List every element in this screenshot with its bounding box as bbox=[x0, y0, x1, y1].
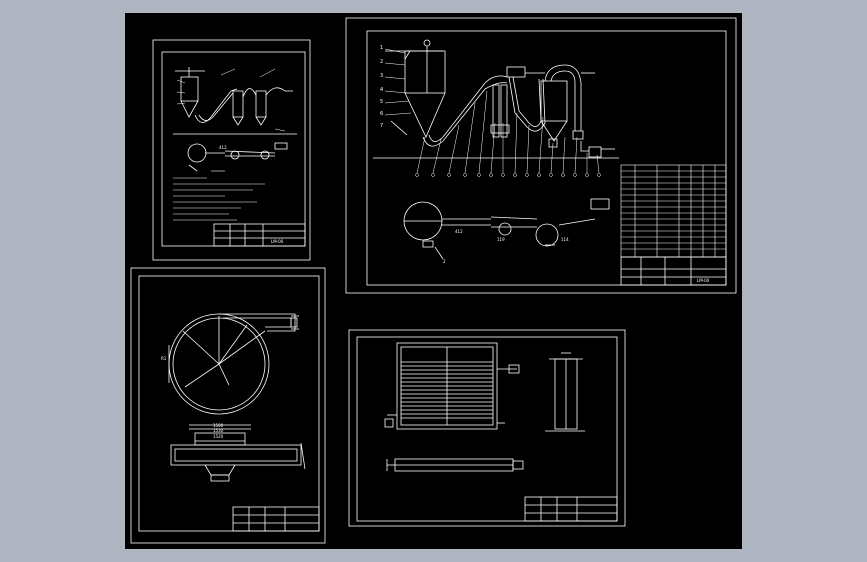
cad-model-space[interactable]: 412 LM-00 bbox=[125, 13, 742, 549]
parts-list-table bbox=[620, 164, 727, 258]
sheet-heater-detail[interactable] bbox=[348, 329, 626, 527]
volute-top-view bbox=[168, 313, 299, 415]
cyclone-intermediate bbox=[490, 84, 510, 138]
leader-lines-small bbox=[176, 68, 286, 132]
leader-number: 2 bbox=[380, 59, 383, 65]
plan-view-small bbox=[187, 142, 288, 172]
dim-label-412-small: 412 bbox=[219, 145, 227, 150]
spray-tower-main bbox=[385, 39, 446, 138]
sheet-border-inner bbox=[138, 275, 320, 532]
hot-air-duct bbox=[422, 75, 508, 147]
leader-number: 6 bbox=[380, 111, 383, 117]
sheet-process-small[interactable]: 412 LM-00 bbox=[152, 39, 311, 261]
dim-label-1530: 1530 bbox=[213, 428, 224, 433]
cyclone-main bbox=[540, 64, 595, 152]
callout-leaders bbox=[416, 90, 600, 174]
duct-small bbox=[194, 88, 238, 123]
drawing-number-small: LM-00 bbox=[271, 239, 284, 244]
title-block-small bbox=[213, 223, 306, 247]
title-block-main bbox=[620, 256, 727, 286]
cyclone-loop bbox=[506, 66, 546, 132]
spray-tower-small bbox=[175, 67, 205, 118]
outlet-box bbox=[588, 146, 602, 158]
heater-side-view bbox=[545, 352, 585, 432]
sheet-border-outer bbox=[345, 17, 737, 294]
title-block-heater bbox=[524, 496, 618, 522]
sheet-process-main[interactable]: 1 2 3 4 5 6 7 bbox=[345, 17, 737, 294]
sheet-border-outer bbox=[130, 267, 326, 544]
heater-front-view bbox=[384, 342, 520, 430]
cyclones-small bbox=[232, 87, 293, 126]
dim-label-1500: 1500 bbox=[213, 423, 224, 428]
dim-label-r1: R1 bbox=[161, 356, 167, 361]
sheet-border-inner bbox=[366, 30, 727, 286]
leader-number: 1 bbox=[380, 45, 383, 51]
sheet-border-outer bbox=[348, 329, 626, 527]
sheet-cyclone-detail[interactable]: 1500 1530 1520 R1 bbox=[130, 267, 326, 544]
leader-number: 5 bbox=[380, 99, 383, 105]
sheet-border-outer bbox=[152, 39, 311, 261]
leader-number: 4 bbox=[380, 87, 383, 93]
leader-column bbox=[384, 48, 412, 116]
heater-top-view bbox=[386, 458, 524, 472]
tech-notes-small bbox=[173, 170, 265, 221]
sheet-border-inner bbox=[356, 336, 618, 522]
leader-number: 3 bbox=[380, 73, 383, 79]
callout-circles bbox=[415, 173, 601, 177]
dim-label-1520: 1520 bbox=[213, 434, 224, 439]
title-block-cyclone bbox=[232, 506, 320, 532]
dim-label-119: 119 bbox=[497, 237, 505, 242]
drawing-number-main: LM-00 bbox=[697, 278, 710, 283]
dim-label-114: 114 bbox=[561, 237, 569, 242]
leader-number: 7 bbox=[380, 123, 383, 129]
dim-label-2: 2 bbox=[443, 259, 446, 264]
plan-view-main bbox=[403, 198, 610, 260]
volute-section-view bbox=[170, 424, 306, 482]
dim-label-412: 412 bbox=[455, 229, 463, 234]
